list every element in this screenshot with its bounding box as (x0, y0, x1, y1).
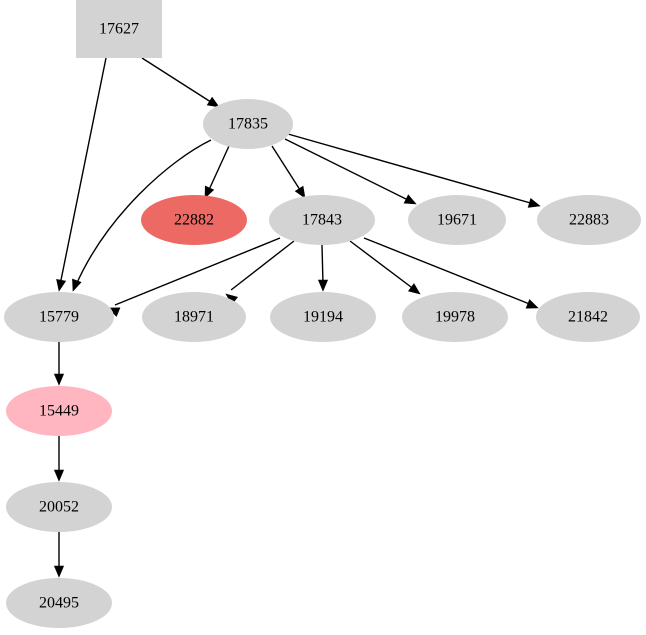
edge-line (141, 57, 215, 105)
node-ellipse-shape[interactable] (4, 292, 114, 342)
arrow-head-icon (72, 278, 82, 292)
edge-15779-to-15449 (53, 342, 65, 386)
node-ellipse-shape[interactable] (6, 386, 112, 436)
node-17843[interactable]: 17843 (269, 195, 375, 245)
node-17835[interactable]: 17835 (203, 99, 293, 149)
node-ellipse-shape[interactable] (269, 195, 375, 245)
node-20495[interactable]: 20495 (6, 578, 112, 628)
arrow-head-icon (403, 194, 417, 205)
node-15779[interactable]: 15779 (4, 292, 114, 342)
node-ellipse-shape[interactable] (141, 195, 247, 245)
edge-17835-to-22882 (204, 145, 230, 199)
arrow-head-icon (53, 373, 65, 386)
arrow-head-icon (56, 278, 67, 292)
edge-17843-to-21842 (363, 237, 539, 309)
edge-20052-to-20495 (53, 532, 65, 578)
node-box-shape[interactable] (76, 0, 162, 58)
edge-17835-to-19671 (284, 138, 417, 205)
arrow-head-icon (206, 96, 220, 108)
node-ellipse-shape[interactable] (408, 195, 506, 245)
edge-17835-to-15779 (72, 139, 212, 292)
node-21842[interactable]: 21842 (536, 292, 640, 342)
edge-17843-to-19194 (317, 244, 329, 292)
edge-17843-to-18971 (225, 240, 295, 305)
node-17627[interactable]: 17627 (76, 0, 162, 58)
node-19194[interactable]: 19194 (270, 292, 376, 342)
node-ellipse-shape[interactable] (270, 292, 376, 342)
arrow-head-icon (53, 469, 65, 482)
arrow-head-icon (53, 565, 65, 578)
edge-17627-to-15779 (56, 57, 107, 292)
node-20052[interactable]: 20052 (6, 482, 112, 532)
edge-line (114, 237, 281, 306)
edge-17843-to-19978 (349, 240, 421, 295)
edge-line (287, 133, 535, 205)
edge-17835-to-22883 (287, 133, 541, 208)
edge-line (284, 138, 411, 202)
node-22882[interactable]: 22882 (141, 195, 247, 245)
node-19671[interactable]: 19671 (408, 195, 506, 245)
node-18971[interactable]: 18971 (142, 292, 246, 342)
edge-line (59, 57, 107, 286)
arrow-head-icon (527, 198, 541, 208)
edge-line (349, 240, 416, 291)
nodes-layer: 17627 17835 22882 17843 19671 22883 15779 18971… (4, 0, 641, 628)
node-ellipse-shape[interactable] (537, 195, 641, 245)
edge-17835-to-17843 (271, 145, 306, 199)
edge-line (75, 139, 212, 286)
arrow-head-icon (204, 185, 215, 199)
edge-line (230, 240, 295, 291)
edge-15449-to-20052 (53, 436, 65, 482)
edges-layer (53, 57, 541, 578)
node-19978[interactable]: 19978 (402, 292, 508, 342)
edge-line (321, 244, 324, 285)
node-ellipse-shape[interactable] (203, 99, 293, 149)
edge-line (207, 145, 230, 193)
edge-line (363, 237, 533, 306)
arrow-head-icon (317, 279, 329, 292)
edge-line (271, 145, 303, 194)
arrow-head-icon (294, 185, 306, 199)
node-15449[interactable]: 15449 (6, 386, 112, 436)
node-ellipse-shape[interactable] (536, 292, 640, 342)
node-ellipse-shape[interactable] (142, 292, 246, 342)
arrow-head-icon (525, 299, 539, 309)
node-ellipse-shape[interactable] (6, 482, 112, 532)
node-ellipse-shape[interactable] (402, 292, 508, 342)
node-22883[interactable]: 22883 (537, 195, 641, 245)
node-ellipse-shape[interactable] (6, 578, 112, 628)
arrow-head-icon (407, 283, 421, 295)
edge-17627-to-17835 (141, 57, 220, 108)
